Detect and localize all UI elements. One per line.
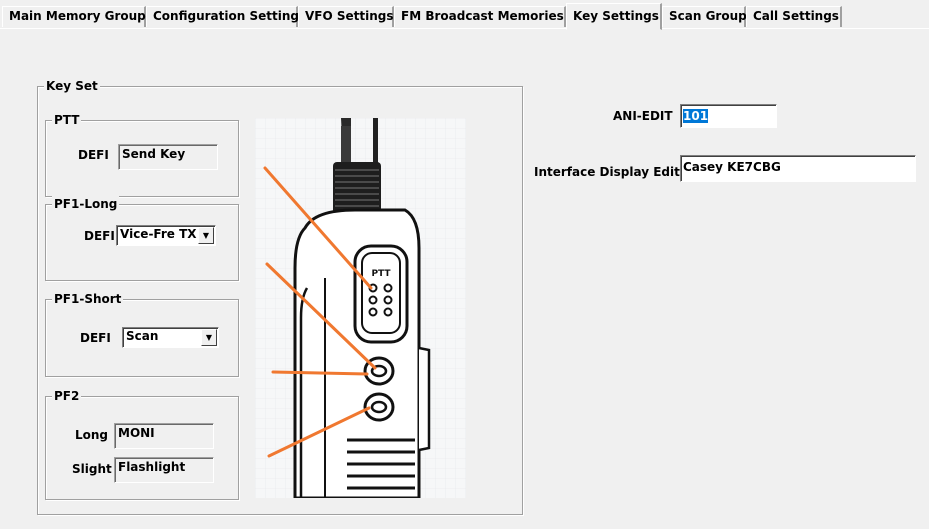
key-set-title: Key Set — [44, 78, 100, 94]
tab-divider — [0, 28, 929, 29]
pf1-short-title: PF1-Short — [52, 291, 124, 307]
tab-bar: Main Memory Group Configuration Settings… — [0, 0, 929, 30]
tab-key-settings[interactable]: Key Settings — [566, 3, 662, 30]
pf2-slight-field: Flashlight — [114, 457, 214, 483]
ani-edit-label: ANI-EDIT — [613, 109, 673, 123]
pf1-long-defi-select[interactable]: Vice-Fre TX ▼ — [116, 225, 216, 246]
tab-fm-broadcast-memories[interactable]: FM Broadcast Memories — [394, 6, 566, 27]
pf1-long-group: PF1-Long — [45, 196, 239, 281]
tab-configuration-settings[interactable]: Configuration Settings — [146, 6, 306, 27]
key-set-group: Key Set — [37, 78, 523, 515]
pf2-long-field: MONI — [114, 423, 214, 449]
chevron-down-icon[interactable]: ▼ — [201, 329, 217, 346]
pf1-long-defi-value: Vice-Fre TX — [120, 227, 197, 241]
ani-edit-input[interactable]: 101 — [680, 104, 777, 128]
pf1-short-defi-select[interactable]: Scan ▼ — [122, 327, 219, 348]
pf2-long-label: Long — [75, 428, 109, 442]
radio-key-diagram: PTT — [255, 118, 466, 498]
radio-illustration: PTT — [255, 118, 466, 498]
pf2-slight-label: Slight — [72, 462, 112, 476]
pf2-group: PF2 — [45, 388, 239, 500]
ptt-group: PTT — [45, 112, 239, 197]
pf1-long-title: PF1-Long — [52, 196, 120, 212]
tab-scan-group[interactable]: Scan Group — [662, 6, 747, 27]
tab-call-settings[interactable]: Call Settings — [746, 6, 842, 27]
pf1-short-group: PF1-Short — [45, 291, 239, 377]
ptt-button-text: PTT — [371, 269, 391, 279]
pf1-short-defi-label: DEFI — [80, 331, 111, 345]
ptt-defi-label: DEFI — [78, 148, 109, 162]
tab-vfo-settings[interactable]: VFO Settings — [298, 6, 394, 27]
interface-display-edit-input[interactable]: Casey KE7CBG — [680, 155, 916, 182]
pf2-title: PF2 — [52, 388, 82, 404]
ptt-title: PTT — [52, 112, 82, 128]
tab-main-memory-group[interactable]: Main Memory Group — [2, 6, 146, 27]
interface-display-edit-label: Interface Display Edit — [534, 165, 680, 179]
pf1-short-defi-value: Scan — [126, 329, 159, 343]
chevron-down-icon[interactable]: ▼ — [198, 227, 214, 244]
ani-edit-value: 101 — [683, 109, 709, 123]
ptt-defi-field: Send Key — [118, 144, 218, 170]
pf1-long-defi-label: DEFI — [84, 229, 115, 243]
